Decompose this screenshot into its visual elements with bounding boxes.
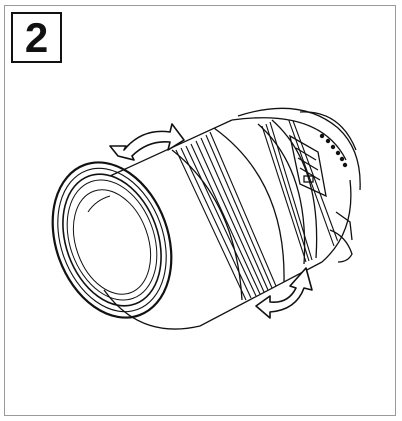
step-number: 2 — [24, 13, 49, 61]
rotate-arrow-icon — [109, 123, 185, 161]
rotate-arrow-icon — [255, 267, 313, 319]
instruction-panel — [4, 5, 396, 416]
front-lens-element — [51, 161, 173, 319]
mount-contacts — [319, 133, 348, 168]
zoom-ring-grooves — [175, 117, 339, 301]
step-badge: 2 — [11, 12, 62, 63]
